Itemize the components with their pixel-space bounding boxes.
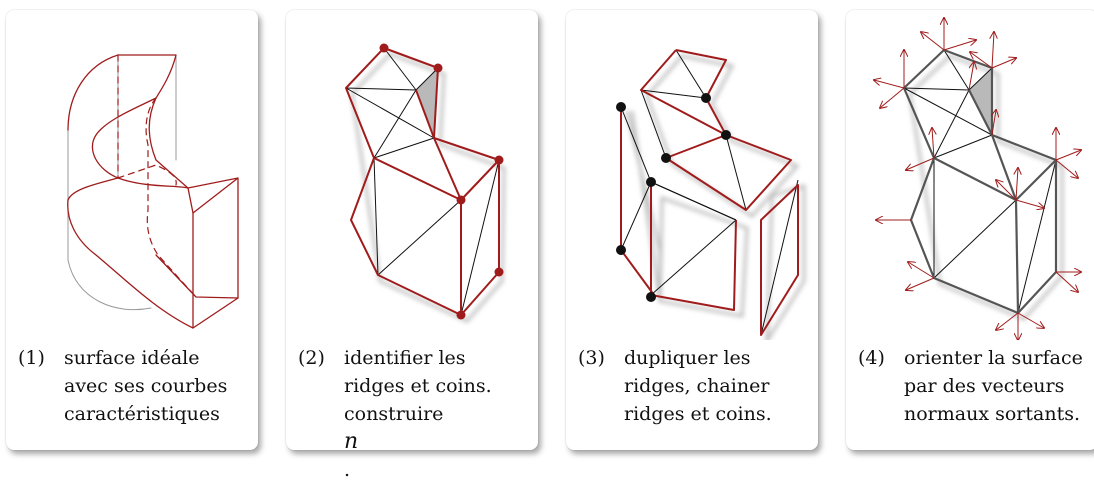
caption-line: construire n. bbox=[344, 400, 492, 484]
panel-3: (3) dupliquer les ridges, chainer ridges… bbox=[566, 10, 818, 450]
normal-symbol: n bbox=[344, 429, 359, 454]
panel-1: (1) surface idéale avec ses courbes cara… bbox=[6, 10, 258, 450]
caption-number: (1) bbox=[18, 347, 45, 369]
caption-number: (4) bbox=[858, 347, 885, 369]
caption-number: (3) bbox=[578, 347, 605, 369]
caption-line: orienter la surface bbox=[904, 347, 1083, 369]
caption-period: . bbox=[344, 459, 351, 481]
caption-line: dupliquer les bbox=[624, 347, 751, 369]
panel-2: (2) identifier les ridges et coins. cons… bbox=[286, 10, 538, 481]
caption-number: (2) bbox=[298, 347, 325, 369]
caption-line: identifier les bbox=[344, 347, 466, 369]
caption-text: construire bbox=[344, 403, 444, 425]
caption-line: normaux sortants. bbox=[904, 403, 1080, 425]
caption-line: ridges, chainer bbox=[624, 375, 770, 397]
ridges-corners-figure bbox=[345, 43, 506, 323]
caption-line: ridges et coins. bbox=[624, 403, 772, 425]
caption-line: caractéristiques bbox=[64, 403, 220, 425]
ideal-surface-figure bbox=[67, 54, 239, 329]
oriented-normals-figure bbox=[846, 10, 1094, 340]
panel-4: (4) orienter la surface par des vecteurs… bbox=[846, 10, 1094, 450]
caption-line: ridges et coins. bbox=[344, 375, 492, 397]
caption-line: par des vecteurs bbox=[904, 375, 1065, 397]
caption-line: avec ses courbes bbox=[64, 375, 228, 397]
duplicated-ridges-figure bbox=[616, 49, 806, 340]
caption-line: surface idéale bbox=[64, 347, 200, 369]
